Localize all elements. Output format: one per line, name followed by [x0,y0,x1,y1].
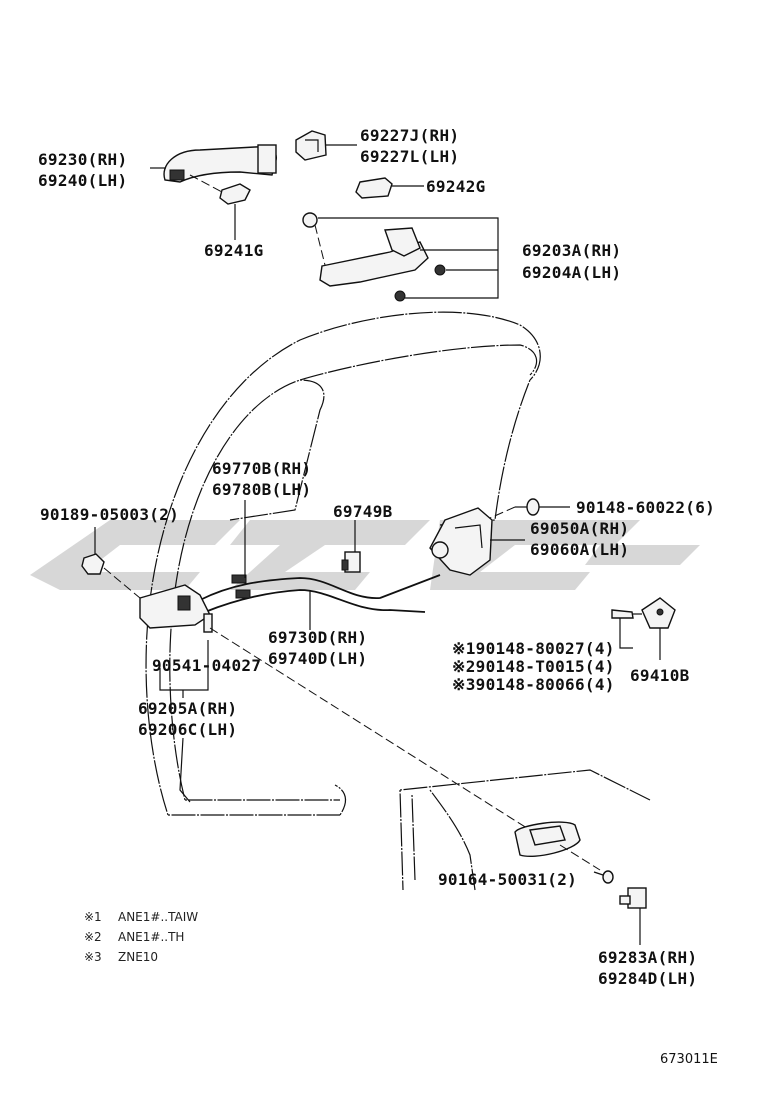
inside-handle-bezel [514,821,581,857]
screw-80027 [611,609,634,619]
note-mark-3: ※3 [84,950,102,964]
screw-90541 [203,613,213,633]
label-69230: 69230(RH) [38,150,127,169]
note-mark-2: ※2 [84,930,102,944]
label-69205A: 69205A(RH) [138,699,237,718]
note-mark-1: ※1 [84,910,102,924]
label-69050A: 69050A(RH) [530,519,629,538]
label-69060A: 69060A(LH) [530,540,629,559]
note-text-3: ZNE10 [118,950,158,964]
label-69204A: 69204A(LH) [522,263,621,282]
door-striker [641,597,676,629]
label-90148-80066: ※390148-80066(4) [452,675,615,694]
label-90189: 90189-05003(2) [40,505,179,524]
label-69283A: 69283A(RH) [598,948,697,967]
cable-clip [341,551,361,573]
screw-90164 [593,870,614,884]
footnotes: ※1 ANE1#..TAIW ※2 ANE1#..TH ※3 ZNE10 [84,910,198,964]
note-text-1: ANE1#..TAIW [118,910,198,924]
label-69240: 69240(LH) [38,171,127,190]
outside-handle [163,144,277,183]
lock-cables [199,574,441,613]
label-69770B: 69770B(RH) [212,459,311,478]
label-69780B: 69780B(LH) [212,480,311,499]
handle-pad-rear [355,177,393,199]
screw-60022 [515,498,540,516]
label-69730D: 69730D(RH) [268,628,367,647]
label-69410B: 69410B [630,666,690,685]
label-69227L: 69227L(LH) [360,147,459,166]
label-69241G: 69241G [204,241,264,260]
label-69740D: 69740D(LH) [268,649,367,668]
label-69242G: 69242G [426,177,486,196]
figure-id: 673011E [660,1052,718,1067]
handle-frame [302,212,446,302]
label-90541: 90541-04027 [152,656,261,675]
label-69749B: 69749B [333,502,393,521]
label-90164: 90164-50031(2) [438,870,577,889]
nut-90189 [81,553,105,575]
label-69203A: 69203A(RH) [522,241,621,260]
label-90148-T0015: ※290148-T0015(4) [452,657,615,676]
label-69284D: 69284D(LH) [598,969,697,988]
lock-knob [619,887,647,909]
handle-cap [295,130,327,161]
label-69227J: 69227J(RH) [360,126,459,145]
label-90148-60022: 90148-60022(6) [576,498,715,517]
handle-pad-front [219,183,251,205]
label-90148-80027: ※190148-80027(4) [452,639,615,658]
door-outline [145,311,651,891]
label-69206C: 69206C(LH) [138,720,237,739]
door-lock-assembly [429,507,493,576]
inside-handle-assembly [139,584,211,629]
note-text-2: ANE1#..TH [118,930,184,944]
